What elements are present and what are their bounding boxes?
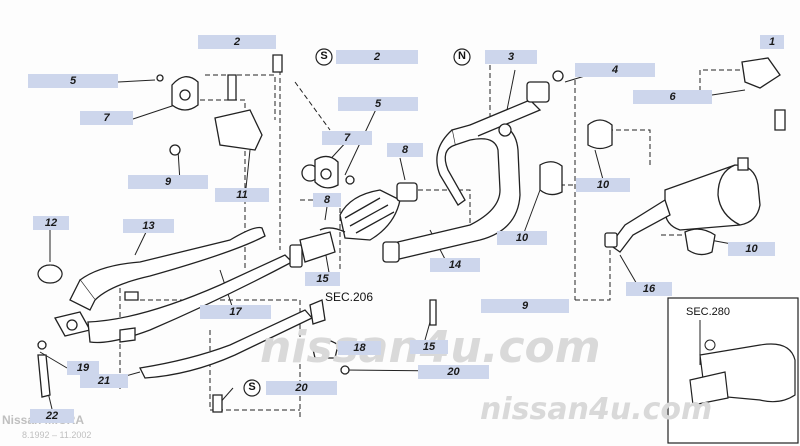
callout-15-upper: 15 xyxy=(305,272,340,286)
watermark-corner: nissan4u.com xyxy=(480,392,713,427)
section-ref-206: SEC.206 xyxy=(325,290,374,304)
callout-9-right: 9 xyxy=(481,299,569,313)
marker-s-top: S xyxy=(320,50,328,62)
callout-10-upper: 10 xyxy=(576,178,630,192)
callout-16: 16 xyxy=(626,282,672,296)
callout-13: 13 xyxy=(123,219,174,233)
callout-7-left: 7 xyxy=(80,111,133,125)
callout-4: 4 xyxy=(575,63,655,77)
callout-21: 21 xyxy=(80,374,128,388)
callout-5-left: 5 xyxy=(28,74,118,88)
callout-8-upper: 8 xyxy=(387,143,423,157)
callout-14: 14 xyxy=(430,258,480,272)
callout-20-right: 20 xyxy=(418,365,489,379)
callout-17: 17 xyxy=(200,305,271,319)
marker-circles xyxy=(243,48,471,397)
callout-10-right: 10 xyxy=(728,242,775,256)
model-period: 8.1992 – 11.2002 xyxy=(22,430,92,440)
callout-15-lower: 15 xyxy=(410,340,448,354)
muffler xyxy=(604,157,761,253)
callout-18: 18 xyxy=(338,341,381,355)
section-ref-280: SEC.280 xyxy=(686,306,731,318)
mounts xyxy=(37,54,786,413)
callout-2-right: 2 xyxy=(336,50,418,64)
callout-10-lower: 10 xyxy=(497,231,547,245)
callout-9-left: 9 xyxy=(128,175,208,189)
mid-pipe xyxy=(382,81,550,263)
callout-11: 11 xyxy=(215,188,269,202)
front-pipe xyxy=(37,226,303,344)
pipe-21 xyxy=(119,299,326,379)
callout-20-left: 20 xyxy=(266,381,337,395)
callout-12: 12 xyxy=(33,216,69,230)
callout-3: 3 xyxy=(485,50,537,64)
catalytic-converter xyxy=(299,164,418,263)
callout-1: 1 xyxy=(760,35,784,49)
callout-6: 6 xyxy=(633,90,712,104)
callout-7-mid: 7 xyxy=(322,131,372,145)
callout-8-lower: 8 xyxy=(313,193,341,207)
callout-2-left: 2 xyxy=(198,35,276,49)
marker-n: N xyxy=(458,50,466,62)
marker-s-bottom: S xyxy=(248,381,256,393)
inset-box xyxy=(667,297,799,444)
callout-5-mid: 5 xyxy=(338,97,418,111)
callout-22: 22 xyxy=(30,409,74,423)
callout-19: 19 xyxy=(67,361,99,375)
